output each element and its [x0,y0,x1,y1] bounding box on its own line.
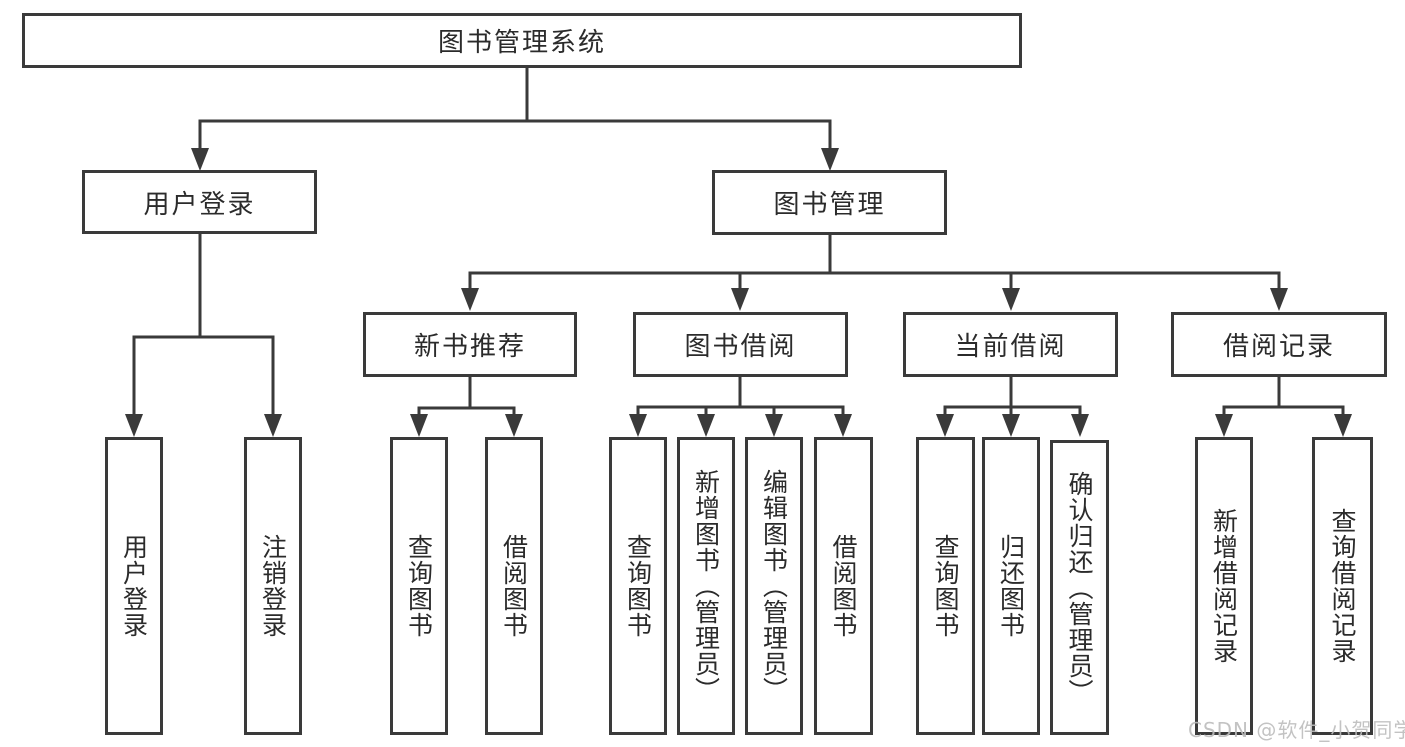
node-label: 用户登录 [143,189,256,220]
arrow-down-icon [1334,414,1352,437]
node-root-library-management-system: 图书管理系统 [22,13,1022,68]
leaf-borrowing-borrow-book: 借阅图书 [814,437,873,735]
leaf-borrowing-add-book-admin: 新增图书（管理员） [677,437,735,735]
arrow-down-icon [1071,414,1089,437]
node-label: 借阅记录 [1222,332,1335,362]
node-current-borrowing: 当前借阅 [903,312,1118,377]
node-label: 查询图书 [931,534,960,638]
arrow-down-icon [731,288,749,311]
leaf-records-query-record: 查询借阅记录 [1312,437,1373,735]
connector-new-book-children [410,377,523,437]
connector-borrowing-records-children [1215,377,1352,437]
leaf-newbook-query-book: 查询图书 [390,437,448,735]
connector-root-to-level2 [191,68,839,171]
node-label: 查询图书 [404,534,434,638]
csdn-watermark: CSDN @软件_小贺同学 [1188,718,1405,742]
node-label: 图书管理系统 [437,28,606,58]
arrow-down-icon [505,414,523,437]
leaf-borrowing-query-book: 查询图书 [609,437,667,735]
node-label: 查询图书 [623,534,653,638]
arrow-down-icon [1270,288,1288,311]
arrow-down-icon [1002,288,1020,311]
leaf-records-add-record: 新增借阅记录 [1195,437,1253,735]
node-label: 当前借阅 [954,332,1067,362]
node-label: 新书推荐 [413,332,526,362]
arrow-down-icon [125,414,143,437]
leaf-current-query-book: 查询图书 [916,437,975,735]
node-label: 图书管理 [773,190,886,220]
arrow-down-icon [461,288,479,311]
arrow-down-icon [264,414,282,437]
node-label: 编辑图书（管理员） [759,469,789,703]
arrow-down-icon [1215,414,1233,437]
node-label: 用户登录 [119,534,149,638]
arrow-down-icon [765,414,783,437]
node-label: 新增图书（管理员） [691,469,721,703]
connector-book-borrowing-children [629,377,852,437]
arrow-down-icon [410,414,428,437]
node-label: 图书借阅 [684,332,797,362]
leaf-current-return-book: 归还图书 [982,437,1040,735]
arrow-down-icon [936,414,954,437]
node-label: 借阅图书 [499,534,529,638]
leaf-newbook-borrow-book: 借阅图书 [485,437,543,735]
node-label: 归还图书 [996,534,1026,638]
node-user-login: 用户登录 [82,170,317,234]
arrow-down-icon [191,148,209,171]
leaf-current-confirm-return-admin: 确认归还（管理员） [1050,440,1109,735]
node-book-management: 图书管理 [712,170,947,235]
arrow-down-icon [697,414,715,437]
node-new-book-recommendation: 新书推荐 [363,312,577,377]
arrow-down-icon [1002,414,1020,437]
node-label: 注销登录 [258,534,288,638]
leaf-borrowing-edit-book-admin: 编辑图书（管理员） [745,437,803,735]
arrow-down-icon [629,414,647,437]
node-label: 查询借阅记录 [1328,508,1357,664]
node-label: 新增借阅记录 [1209,508,1239,664]
node-label: 确认归还（管理员） [1065,470,1094,705]
arrow-down-icon [821,148,839,171]
node-borrowing-records: 借阅记录 [1171,312,1387,377]
leaf-user-login: 用户登录 [105,437,163,735]
node-label: 借阅图书 [829,534,858,638]
connector-current-borrowing-children [936,377,1089,437]
connector-book-management-children [461,235,1288,311]
arrow-down-icon [834,414,852,437]
leaf-logout-login: 注销登录 [244,437,302,735]
node-book-borrowing: 图书借阅 [633,312,848,377]
connector-user-login-children [125,234,282,437]
